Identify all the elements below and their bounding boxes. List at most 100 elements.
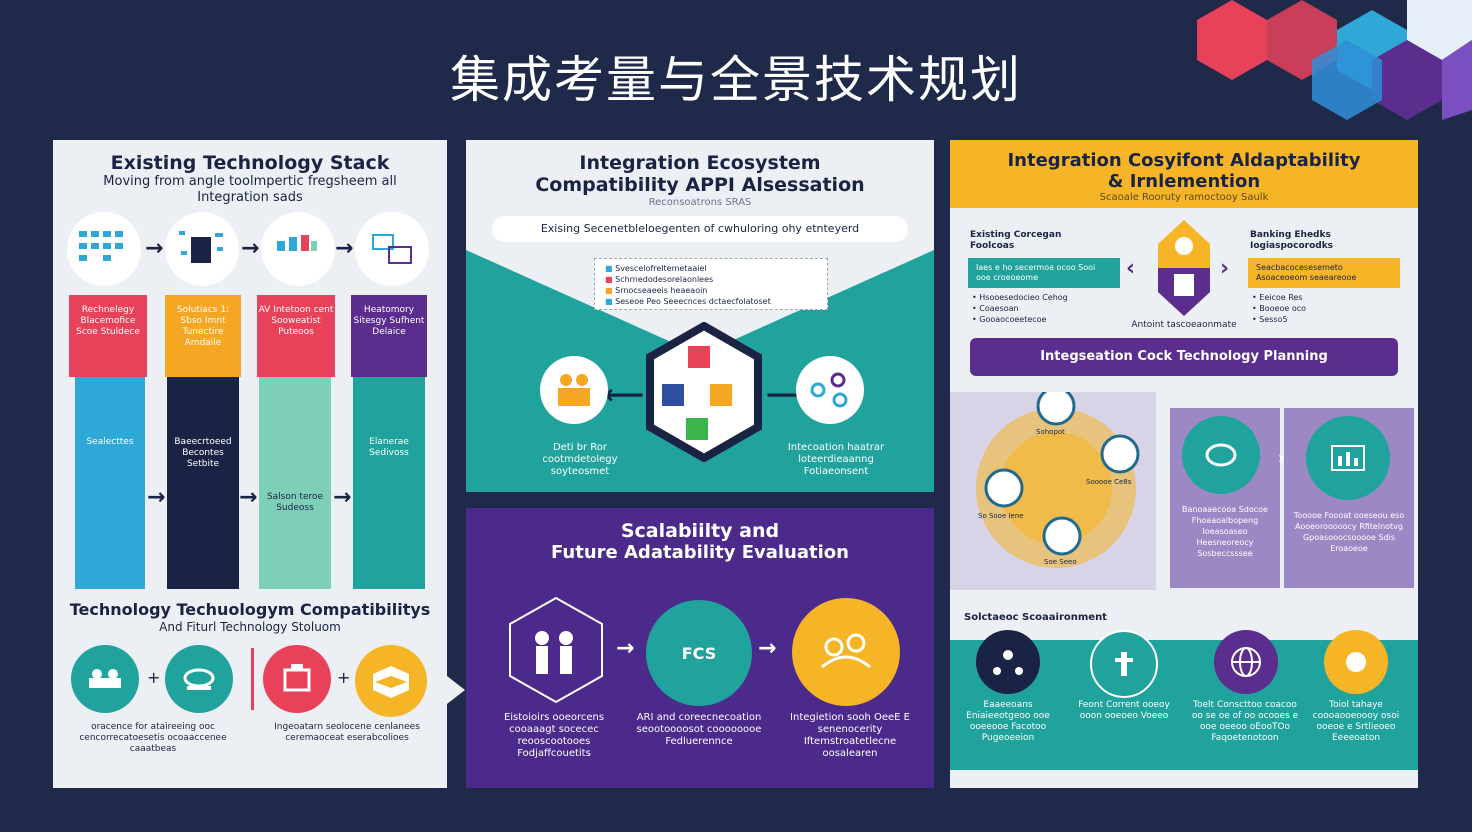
bottom-label-4: Toiol tahaye coooaooeoooy osoi ooeoe e S… <box>1312 700 1400 743</box>
list-item: • Hsooesedocieo Cehog <box>972 293 1068 302</box>
arrow-right-icon: → <box>333 485 352 510</box>
adaptability-panel: Integration Cosyifont Aldaptability & Ir… <box>950 140 1418 788</box>
panel2-banner: Exising Secenetbleloegenten of cwhulorin… <box>492 216 908 242</box>
item-label-1: Eistoioirs ooeorcens cooaaagt socecec re… <box>503 712 605 759</box>
arrow-right-icon: → <box>145 236 164 261</box>
molecule-icon <box>796 356 864 424</box>
sun-icon <box>1324 630 1388 694</box>
people-icon <box>540 356 608 424</box>
list-item: ■ Seseoe Peo Seeecnces dctaecfolatoset <box>605 297 771 306</box>
panel1-bottom-sub: And Fiturl Technology Stoluom <box>159 620 341 634</box>
arrow-left-icon: ⟵ <box>604 378 645 411</box>
card-1-text: Banoaaecooa Sdocoe Fhoaaoalbopeng Ioeaso… <box>1182 505 1268 558</box>
hexagon-cubes-icon <box>646 322 762 462</box>
right-label: Intecoation haatrar loteerdieaanng Fotia… <box>787 442 885 477</box>
panel3-heading2: Future Adatability Evaluation <box>551 542 849 563</box>
item-label-2: ARI and coreecnecoation seootoooosot coo… <box>636 712 762 747</box>
bottom-left-text: oracence for ataireeing ooc cencorrecato… <box>79 722 227 754</box>
bottom-label-3: Toelt Conscttoo coacoo oo se oe of oo oc… <box>1191 700 1299 743</box>
right-box: Seacbacocesesemeto Asoaceoeom seaeareooe <box>1248 258 1400 288</box>
chevron-left-icon: ‹ <box>1126 256 1136 281</box>
right-title: Banking Ehedks Iogiaspocorodks <box>1250 230 1334 251</box>
box-icon <box>355 645 427 717</box>
card-1: Banoaaecooa Sdocoe Fhoaaoalbopeng Ioeaso… <box>1170 408 1280 588</box>
divider <box>251 648 254 710</box>
panel4-heading2: & Irnlemention <box>1107 171 1261 192</box>
left-bullets: • Hsooesedocieo Cehog • Coaesoan • Gooao… <box>972 292 1068 325</box>
arrow-right-icon: → <box>616 636 635 661</box>
list-card: ■ Svescelofreltemetaaiel ■ Schrnedodesor… <box>594 258 828 310</box>
orbit-label: So Sooe Iene <box>978 512 1024 520</box>
orbit-label: Sohopot <box>1036 428 1065 436</box>
arrow-right-icon: → <box>239 485 258 510</box>
network-icon <box>976 630 1040 694</box>
hexagon-team-icon <box>509 596 603 704</box>
stack-icon-3 <box>261 212 335 286</box>
column-label-3: AV Intetoon cent Sooweatist Puteoos <box>257 295 335 377</box>
list-item: • Eeicoe Res <box>1252 293 1303 302</box>
card-2: Tooooe Foooat ooeseou eso Aooeorooooocy … <box>1284 408 1414 588</box>
left-box: Iaes e ho secermoa ocoo Sooi ooe croeoeo… <box>968 258 1120 288</box>
bottom-right-text: Ingeoatarn seolocene cenlanees ceremaoce… <box>274 722 420 743</box>
column-label-1: Rechnelegy Blacemofice Scoe Stuldece <box>69 295 147 377</box>
panel2-heading2: Compatibility APPI Alsessation <box>535 174 865 196</box>
stack-icon-4 <box>355 212 429 286</box>
item-label-3: Integietion sooh OeeE E senenocerity Ift… <box>790 712 910 759</box>
column-body-4: Elanerae Sedivoss <box>353 377 425 589</box>
scalability-panel: Scalabiilty and Future Adatability Evalu… <box>466 508 934 788</box>
left-title: Existing Corcegan Foolcoas <box>970 230 1062 251</box>
stack-icon-1 <box>67 212 141 286</box>
arrow-right-icon: → <box>335 236 354 261</box>
existing-stack-panel: Existing Technology Stack Moving from an… <box>53 140 447 788</box>
tools-icon <box>263 645 331 713</box>
panel1-subheading2: Integration sads <box>197 190 303 205</box>
chart-icon <box>1306 416 1390 500</box>
planning-banner: Integseation Cock Technology Planning <box>970 338 1398 376</box>
hexagon-decoration <box>1197 0 1472 120</box>
panel1-subheading: Moving from angle toolmpertic fregsheem … <box>103 174 397 189</box>
chevron-right-icon: › <box>1278 448 1285 467</box>
orbit-label: Sooooe Ce8s <box>1086 478 1132 486</box>
column-body-2: Baeecrtoeed Becontes Setbite <box>167 377 239 589</box>
list-item: ■ Svescelofreltemetaaiel <box>605 264 707 273</box>
page-title: 集成考量与全景技术规划 <box>450 51 1022 109</box>
plus-icon: + <box>337 668 351 687</box>
left-label: Deti br Ror cootmdetolegy soyteosmet <box>542 442 618 477</box>
pointer-arrow <box>447 676 465 704</box>
api-icon <box>165 645 233 713</box>
globe-icon <box>1214 630 1278 694</box>
panel4-sub: Scaoale Rooruty ramoctooy Saulk <box>1099 192 1269 203</box>
network-icon <box>71 645 139 713</box>
list-item: ■ Schrnedodesorelaonlees <box>605 275 714 284</box>
panel1-bottom-heading: Technology Techuologym Compatibilitys <box>69 600 431 619</box>
tower-icon <box>1090 630 1158 698</box>
list-item: • Gooaocoeetecoe <box>972 315 1047 324</box>
diamond-icon <box>1158 220 1210 316</box>
chevron-right-icon: › <box>1220 256 1230 281</box>
column-body-1: Sealecttes <box>75 377 145 589</box>
panel3-heading: Scalabiilty and <box>620 520 780 542</box>
arrow-right-icon: → <box>241 236 260 261</box>
arrow-right-icon: → <box>147 485 166 510</box>
card-2-text: Tooooe Foooat ooeseou eso Aooeorooooocy … <box>1293 511 1405 553</box>
panel2-sub: Reconsoatrons SRAS <box>648 197 752 208</box>
panel4-heading: Integration Cosyifont Aldaptability <box>1007 150 1361 171</box>
brain-icon <box>1182 416 1260 494</box>
sol-title: Solctaeoc Scoaaironment <box>964 612 1107 623</box>
column-label-2: Solutiacs 1: Sbso Imnt Tunectire Amdaile <box>165 295 241 377</box>
bottom-label-2: Feont Corrent ooeoy ooon ooeoeo Voeeo <box>1078 700 1170 721</box>
list-item: ■ Srnocseaeeis heaeaoin <box>605 286 708 295</box>
orbit-label: Soe Seeo <box>1044 558 1077 566</box>
right-bullets: • Eeicoe Res • Booeoe oco • Sesso5 <box>1252 292 1306 325</box>
system-icon: FCS <box>646 600 752 706</box>
list-item: • Coaesoan <box>972 304 1019 313</box>
column-body-3: Salson teroe Sudeoss <box>259 377 331 589</box>
orbit-icon <box>976 392 1140 568</box>
stack-icon-2 <box>165 212 239 286</box>
ecosystem-panel: Integration Ecosystem Compatibility APPI… <box>466 140 934 492</box>
list-item: • Booeoe oco <box>1252 304 1307 313</box>
panel4-header-bg <box>950 140 1418 208</box>
plus-icon: + <box>147 668 161 687</box>
center-caption: Antoint tascoeaonmate <box>1131 320 1237 330</box>
panel1-heading: Existing Technology Stack <box>110 152 390 174</box>
